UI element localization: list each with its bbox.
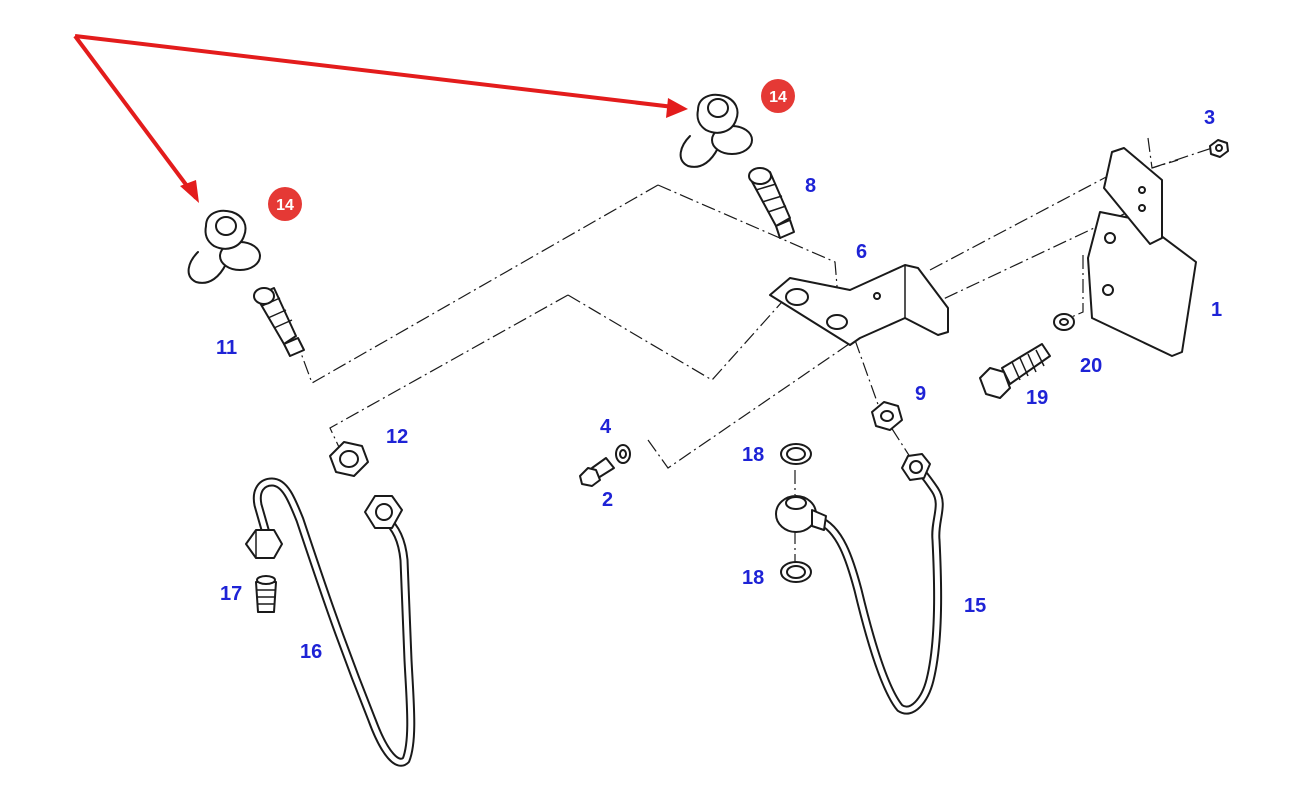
highlight-badge-left: 14 [268,187,302,221]
assembly-line-washer-20 [1059,255,1084,323]
pipe-16 [245,477,416,767]
coupler-nipple-11 [253,287,305,357]
assembly-line-bracket-top [1147,137,1179,169]
callout-17: 17 [220,583,242,605]
banjo-fitting [775,495,827,533]
callout-15: 15 [964,595,986,617]
screw-2 [579,457,615,487]
highlight-badge-left-label: 14 [276,197,294,214]
assembly-line-bracket-upper [567,292,791,381]
callout-6: 6 [856,241,867,263]
dust-cap-14-right [679,93,753,168]
callout-labels: 3 8 6 1 20 19 9 11 12 4 2 18 18 15 17 16 [216,107,1222,663]
assembly-line-bracket-hole [929,174,1111,271]
assembly-line-nut-3 [1151,147,1213,169]
callout-8: 8 [805,175,816,197]
bracket-plate [769,264,949,346]
assembly-line-screw [647,204,1144,469]
callout-20: 20 [1080,355,1102,377]
nut-12 [329,441,369,477]
dust-cap-14-left [187,209,261,284]
assembly-line-nut-9 [854,339,913,461]
washer-20 [1053,313,1075,331]
callout-18-top: 18 [742,444,764,466]
nut-9 [871,401,903,431]
washer-4 [615,444,631,464]
callout-16: 16 [300,641,322,663]
callout-12: 12 [386,426,408,448]
arrow-head-right [666,98,688,118]
highlight-badge-right: 14 [761,79,795,113]
callout-11: 11 [216,337,237,359]
nut-3 [1209,139,1229,158]
callout-3: 3 [1204,107,1215,129]
arrow-head-left [180,180,199,203]
seal-ring-18-top [780,443,812,465]
assembly-line-coupler-left [297,184,659,384]
seal-ring-18-bottom [780,561,812,583]
coupler-nipple-8 [748,167,795,239]
bolt-19 [979,343,1051,399]
callout-19: 19 [1026,387,1048,409]
assembly-line-coupler-right [657,184,841,323]
callout-9: 9 [915,383,926,405]
pipe-15 [813,453,944,715]
support-bracket [1087,147,1197,357]
callout-18-bottom: 18 [742,567,764,589]
highlight-arrows [73,34,688,203]
assembly-line-nut-left [329,294,569,461]
banjo-bolt-17 [255,575,277,613]
arrow-line-left [73,34,198,200]
assembly-lines [297,137,1213,563]
callout-1: 1 [1211,299,1222,321]
callout-2: 2 [602,489,613,511]
callout-4: 4 [600,416,612,438]
arrow-line-right [74,34,683,110]
highlight-badge-right-label: 14 [769,89,787,106]
